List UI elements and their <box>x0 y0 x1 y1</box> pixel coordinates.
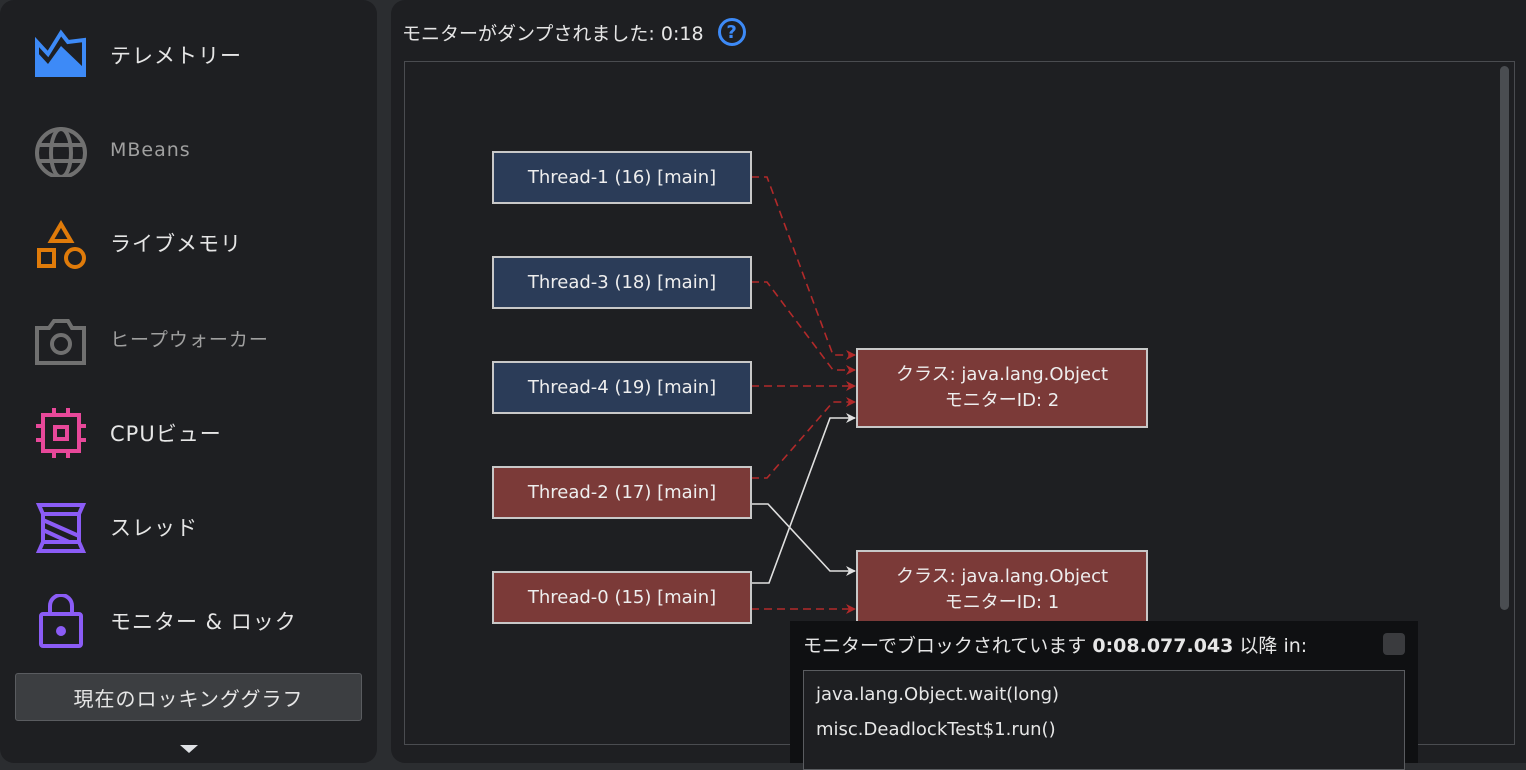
stack-frame[interactable]: java.lang.Object.wait(long) <box>816 684 1060 705</box>
stack-frame[interactable]: misc.DeadlockTest$1.run() <box>816 719 1056 740</box>
page-title: モニターがダンプされました: 0:18 ? <box>402 18 746 46</box>
thread-node[interactable]: Thread-0 (15) [main] <box>492 571 752 624</box>
help-icon[interactable]: ? <box>717 18 746 46</box>
chevron-down-icon[interactable] <box>180 745 198 753</box>
sidebar: テレメトリー MBeans ライブメモリ ヒープウォーカー CPUビュー スレッ… <box>0 0 377 763</box>
edge-t0-m2 <box>751 413 856 584</box>
vertical-scrollbar[interactable] <box>1500 66 1509 610</box>
sidebar-item-label: ヒープウォーカー <box>110 328 269 351</box>
thread-label: Thread-4 (19) [main] <box>527 376 717 398</box>
lock-icon <box>39 594 83 648</box>
sidebar-item-label: CPUビュー <box>110 422 222 446</box>
edge-t2-m1 <box>751 503 856 576</box>
thread-node[interactable]: Thread-1 (16) [main] <box>492 151 752 204</box>
pin-lock-icon[interactable] <box>1383 633 1405 655</box>
monitor-node[interactable]: クラス: java.lang.Object モニターID: 2 <box>856 348 1148 428</box>
tooltip-prefix: モニターでブロックされています <box>803 635 1087 657</box>
thread-node[interactable]: Thread-2 (17) [main] <box>492 466 752 519</box>
edge-t2-m2 <box>751 397 856 479</box>
monitor-class: クラス: java.lang.Object <box>895 566 1109 587</box>
thread-label: Thread-3 (18) [main] <box>527 271 717 293</box>
sidebar-item-label: テレメトリー <box>110 44 242 68</box>
sidebar-item-threads[interactable]: スレッド <box>34 497 198 557</box>
tooltip-header: モニターでブロックされています 0:08.077.043 以降 in: <box>803 631 1307 658</box>
tooltip-suffix: 以降 in: <box>1239 635 1308 657</box>
sidebar-item-label: モニター & ロック <box>110 610 297 634</box>
graph-edges <box>751 176 856 614</box>
thread-node[interactable]: Thread-3 (18) [main] <box>492 256 752 309</box>
spool-icon <box>35 503 87 553</box>
sidebar-item-label: ライブメモリ <box>110 232 242 256</box>
sidebar-item-monitors-locks[interactable]: モニター & ロック <box>34 591 297 651</box>
current-locking-graph-button[interactable]: 現在のロッキンググラフ <box>15 673 362 721</box>
cpu-icon <box>36 408 86 458</box>
monitor-class: クラス: java.lang.Object <box>895 364 1109 385</box>
sidebar-item-live-memory[interactable]: ライブメモリ <box>34 213 242 273</box>
sidebar-item-label: スレッド <box>110 516 198 540</box>
telemetry-icon <box>35 29 86 77</box>
sidebar-item-mbeans[interactable]: MBeans <box>34 120 191 180</box>
sidebar-item-heap-walker[interactable]: ヒープウォーカー <box>34 308 269 368</box>
sidebar-item-label: MBeans <box>110 139 191 161</box>
dump-title: モニターがダンプされました: 0:18 <box>402 22 704 45</box>
globe-icon <box>35 127 87 177</box>
thread-label: Thread-1 (16) [main] <box>527 166 717 188</box>
monitor-id: モニターID: 1 <box>944 592 1060 613</box>
blocked-tooltip: モニターでブロックされています 0:08.077.043 以降 in: java… <box>790 621 1418 770</box>
monitor-id: モニターID: 2 <box>944 390 1060 411</box>
stack-trace-list: java.lang.Object.wait(long) misc.Deadloc… <box>803 670 1405 770</box>
thread-label: Thread-0 (15) [main] <box>527 586 717 608</box>
edge-t3-m2 <box>751 281 856 375</box>
monitor-node[interactable]: クラス: java.lang.Object モニターID: 1 <box>856 550 1148 630</box>
blocked-time: 0:08.077.043 <box>1092 635 1234 657</box>
thread-node[interactable]: Thread-4 (19) [main] <box>492 361 752 414</box>
sidebar-item-cpu-views[interactable]: CPUビュー <box>34 403 222 463</box>
shapes-icon <box>37 220 86 269</box>
sidebar-item-telemetry[interactable]: テレメトリー <box>34 25 242 85</box>
camera-icon <box>35 319 86 365</box>
edge-t1-m2 <box>751 176 856 360</box>
thread-label: Thread-2 (17) [main] <box>527 481 717 503</box>
